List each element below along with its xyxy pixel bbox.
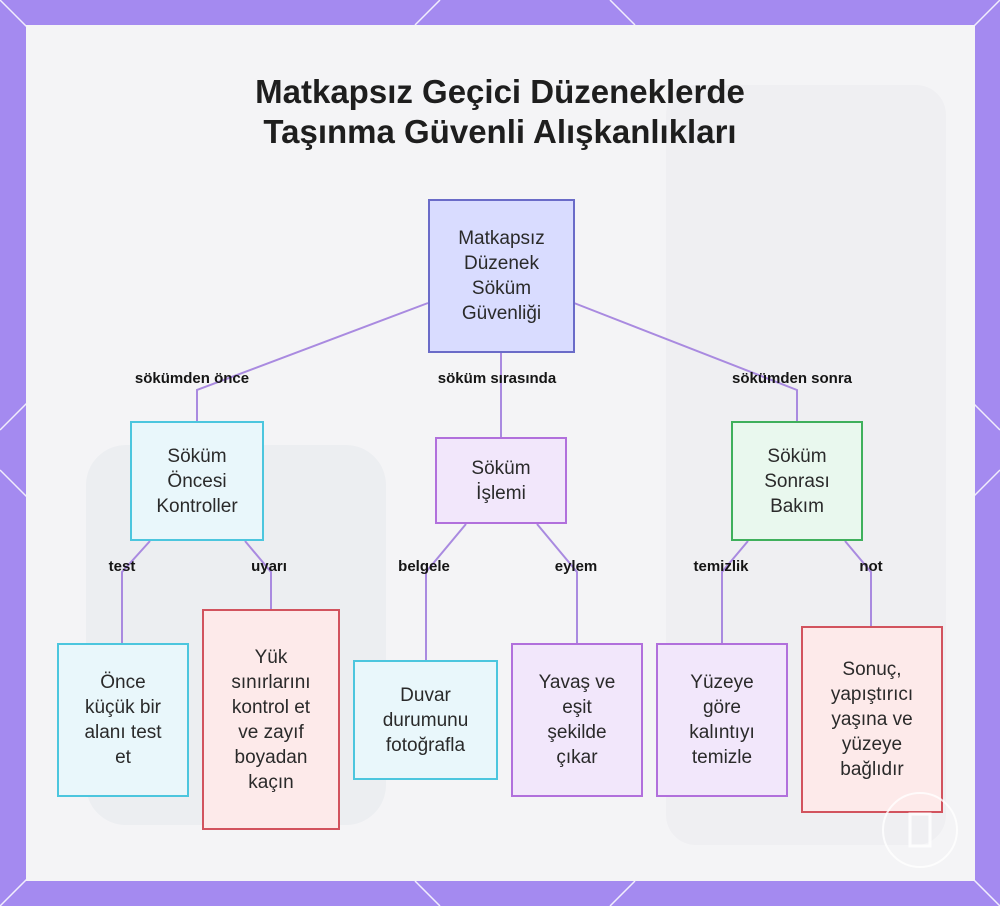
node-pre-test: Önce küçük bir alanı test et bbox=[57, 643, 189, 797]
edge-root-post bbox=[573, 302, 798, 421]
node-during-act: Yavaş ve eşit şekilde çıkar bbox=[511, 643, 643, 797]
title-line-1: Matkapsız Geçici Düzeneklerde bbox=[255, 73, 745, 110]
edge-root-pre bbox=[196, 302, 429, 421]
edge-during-act bbox=[536, 523, 578, 643]
node-post-note: Sonuç, yapıştırıcı yaşına ve yüzeye bağl… bbox=[801, 626, 943, 813]
node-during-doc: Duvar durumunu fotoğrafla bbox=[353, 660, 498, 780]
edge-label-after: sökümden sonra bbox=[731, 370, 853, 387]
title-line-2: Taşınma Güvenli Alışkanlıkları bbox=[263, 113, 737, 150]
edge-label-before: sökümden önce bbox=[134, 370, 250, 387]
node-pre-warn: Yük sınırlarını kontrol et ve zayıf boya… bbox=[202, 609, 340, 830]
diagram-title: Matkapsız Geçici Düzeneklerde Taşınma Gü… bbox=[150, 72, 850, 152]
edge-label-test: test bbox=[108, 558, 136, 575]
node-root: Matkapsız Düzenek Söküm Güvenliği bbox=[428, 199, 575, 353]
edge-label-cleaning: temizlik bbox=[693, 558, 749, 575]
edge-label-note: not bbox=[859, 558, 883, 575]
edge-during-doc bbox=[425, 523, 467, 660]
node-post: Söküm Sonrası Bakım bbox=[731, 421, 863, 541]
edge-label-during: söküm sırasında bbox=[437, 370, 557, 387]
edge-label-action: eylem bbox=[554, 558, 598, 575]
edge-label-warning: uyarı bbox=[251, 558, 287, 575]
edge-post-note bbox=[844, 540, 872, 626]
node-during: Söküm İşlemi bbox=[435, 437, 567, 524]
edge-post-clean bbox=[721, 540, 749, 643]
edge-pre-warn bbox=[244, 540, 272, 609]
node-pre: Söküm Öncesi Kontroller bbox=[130, 421, 264, 541]
edge-pre-test bbox=[121, 540, 151, 643]
node-post-clean: Yüzeye göre kalıntıyı temizle bbox=[656, 643, 788, 797]
watermark-logo bbox=[882, 792, 958, 868]
edge-label-document: belgele bbox=[398, 558, 450, 575]
